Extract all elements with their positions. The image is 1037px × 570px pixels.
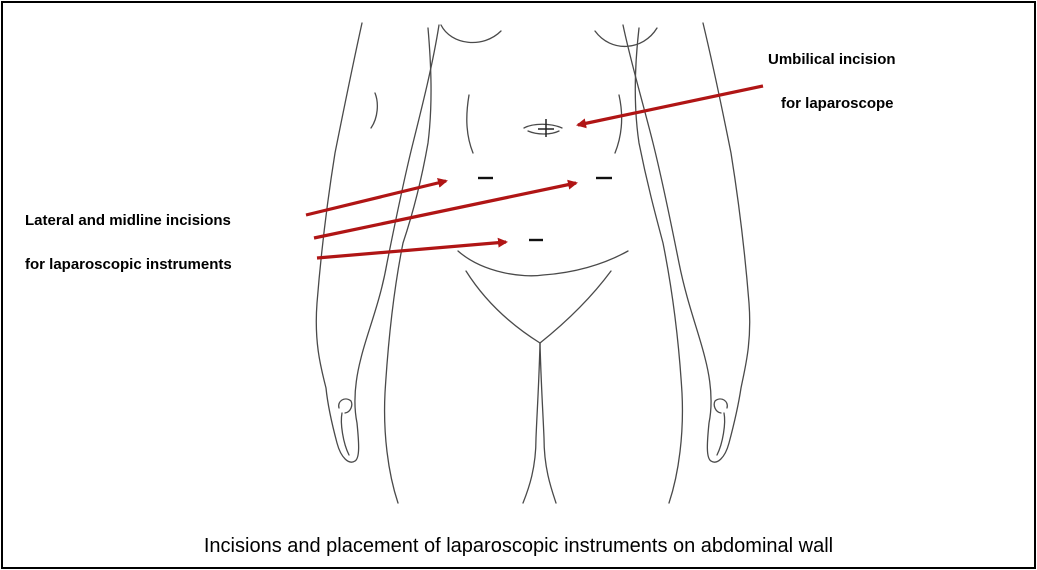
groin-outline: [466, 271, 611, 343]
body-outline-illustration: [3, 3, 1034, 567]
right-thumb: [714, 399, 727, 413]
left-arm-inner-outline: [355, 25, 439, 461]
lower-abdomen-curve: [458, 251, 628, 276]
arrow-umbilical: [578, 86, 763, 125]
figure-caption: Incisions and placement of laparoscopic …: [3, 535, 1034, 558]
umbilicus: [524, 124, 562, 128]
left-thumb: [339, 399, 352, 413]
umbilical-label-line2: for laparoscope: [781, 95, 894, 112]
arrow-right-port: [314, 183, 576, 238]
left-breast-outline: [441, 25, 501, 42]
right-arm-inner-outline: [623, 25, 711, 461]
lateral-label-line2: for laparoscopic instruments: [25, 256, 232, 273]
arrow-left-port: [306, 181, 446, 215]
umbilical-label-line1: Umbilical incision: [768, 51, 896, 68]
lateral-label-line1: Lateral and midline incisions: [25, 212, 231, 229]
arrow-midline-port: [317, 242, 506, 258]
right-torso-outline: [635, 28, 682, 503]
legs-inner-outline: [523, 343, 540, 503]
